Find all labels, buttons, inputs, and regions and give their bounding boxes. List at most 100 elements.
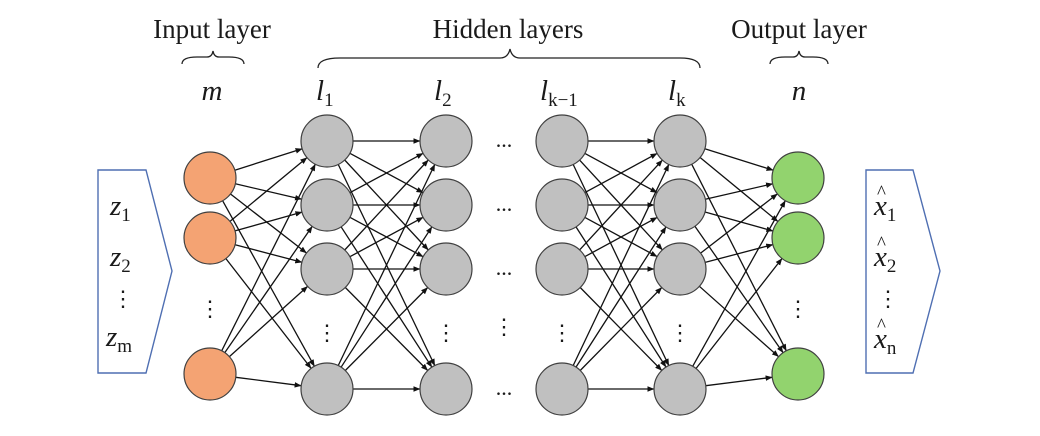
hidden-ellipsis-4: ...	[496, 375, 513, 400]
hidden-ellipsis-2: ...	[496, 191, 513, 216]
h1-node-3	[300, 242, 354, 296]
edge-hk-3-to-output-0	[692, 200, 786, 367]
edge-input-0-to-h1-0	[234, 148, 303, 171]
output-layer-label: n	[792, 75, 807, 107]
output-vdots: ⋮	[787, 296, 809, 321]
hk1-node-4	[535, 362, 589, 416]
h2-node-1	[419, 114, 473, 168]
hidden-layer-label-k-minus-1: lk−1	[540, 75, 578, 111]
edge-input-2-to-h1-1	[224, 226, 313, 353]
output-layer-brace	[769, 50, 829, 65]
hidden-layer-label-1: l1	[316, 75, 334, 111]
output-item-x2: ^ x2	[873, 233, 896, 277]
edge-input-1-to-h1-0	[229, 157, 308, 222]
edge-hk-0-to-output-0	[704, 148, 774, 171]
edge-input-2-to-h1-0	[221, 163, 316, 352]
output-item-vdots: ⋮	[877, 286, 899, 311]
hk-node-2	[653, 178, 707, 232]
input-vector-box	[97, 169, 173, 374]
hidden-layers-header: Hidden layers	[433, 14, 584, 44]
input-node-1	[183, 151, 237, 205]
hk1-node-3	[535, 242, 589, 296]
edge-input-1-to-h1-2	[234, 244, 303, 264]
input-vdots: ⋮	[199, 296, 221, 321]
edge-hk-1-to-output-0	[705, 182, 774, 200]
svg-text:x2: x2	[873, 241, 896, 277]
input-node-3	[183, 347, 237, 401]
edge-hk-2-to-output-1	[704, 243, 774, 264]
edge-hk-3-to-output-2	[705, 375, 773, 387]
edge-h1-2-to-h2-1	[349, 216, 424, 258]
edge-h1-3-to-h2-2	[344, 287, 429, 371]
output-node-3	[771, 347, 825, 401]
edge-hk1-3-to-hk-1	[575, 226, 667, 368]
h2-node-4	[419, 362, 473, 416]
edge-hk1-3-to-hk-0	[572, 164, 670, 366]
output-item-x1: ^ x1	[873, 182, 896, 226]
hidden-layer-label-k: lk	[668, 75, 686, 111]
edge-input-2-to-h1-2	[228, 285, 309, 358]
input-layer-brace	[181, 50, 245, 65]
edge-input-0-to-h1-2	[230, 193, 307, 254]
edge-hk1-1-to-hk-0	[584, 152, 658, 194]
h2-node-3	[419, 242, 473, 296]
svg-text:x1: x1	[873, 190, 896, 226]
edge-hk-1-to-output-2	[694, 225, 784, 354]
input-node-2	[183, 211, 237, 265]
input-item-zm: zm	[105, 321, 132, 357]
edge-hk1-3-to-hk-2	[579, 287, 663, 371]
hk1-vdots: ⋮	[551, 320, 573, 345]
edge-hk1-2-to-hk-0	[579, 159, 663, 251]
output-node-1	[771, 151, 825, 205]
hk1-node-1	[535, 114, 589, 168]
edge-input-1-to-h1-1	[234, 211, 303, 232]
edge-hk1-2-to-hk-1	[584, 216, 658, 258]
hk-vdots: ⋮	[669, 320, 691, 345]
hidden-ellipsis-3: ...	[496, 255, 513, 280]
input-item-vdots: ⋮	[112, 286, 134, 311]
svg-text:^: ^	[877, 182, 886, 203]
output-vector-box	[865, 169, 941, 374]
input-item-z2: z2	[109, 241, 131, 277]
hk-node-1	[653, 114, 707, 168]
edge-hk-2-to-output-0	[700, 193, 778, 254]
h1-node-1	[300, 114, 354, 168]
hidden-layers-brace	[317, 48, 701, 69]
edge-input-0-to-h1-3	[222, 200, 315, 367]
edge-input-0-to-h1-1	[235, 183, 303, 201]
h1-vdots: ⋮	[316, 320, 338, 345]
output-layer-header: Output layer	[731, 14, 867, 44]
edge-h1-3-to-h2-0	[337, 164, 436, 366]
svg-text:^: ^	[877, 315, 886, 336]
output-item-xn: ^ xn	[873, 315, 897, 359]
edge-input-1-to-h1-3	[225, 258, 312, 369]
h2-node-2	[419, 178, 473, 232]
edge-hk-2-to-output-2	[698, 285, 780, 358]
h2-vdots: ⋮	[435, 320, 457, 345]
hidden-ellipsis-vdots: ⋮	[493, 314, 515, 339]
hk1-node-2	[535, 178, 589, 232]
output-node-2	[771, 211, 825, 265]
edge-hk-1-to-output-1	[704, 211, 774, 232]
ellipsis-marks: ⋮ ⋮ ⋮ ⋮ ⋮ ⋮............ ⋮	[199, 127, 809, 400]
svg-text:^: ^	[877, 233, 886, 254]
input-item-z1: z1	[109, 190, 131, 226]
input-layer-header: Input layer	[153, 14, 271, 44]
edge-hk-3-to-output-1	[695, 258, 783, 369]
edge-input-2-to-h1-3	[235, 376, 302, 388]
hk-node-4	[653, 362, 707, 416]
input-layer-label: m	[202, 75, 223, 107]
hk-node-3	[653, 242, 707, 296]
h1-node-4	[300, 362, 354, 416]
hidden-layer-label-2: l2	[434, 75, 452, 111]
edge-h1-1-to-h2-0	[349, 152, 424, 194]
h1-node-2	[300, 178, 354, 232]
edge-h1-2-to-h2-0	[344, 159, 429, 251]
edge-h1-3-to-h2-1	[340, 226, 433, 368]
hidden-ellipsis-1: ...	[496, 127, 513, 152]
connection-edges	[221, 138, 787, 392]
network-nodes	[183, 114, 825, 416]
edge-hk-0-to-output-1	[699, 156, 779, 223]
svg-text:xn: xn	[873, 323, 897, 359]
